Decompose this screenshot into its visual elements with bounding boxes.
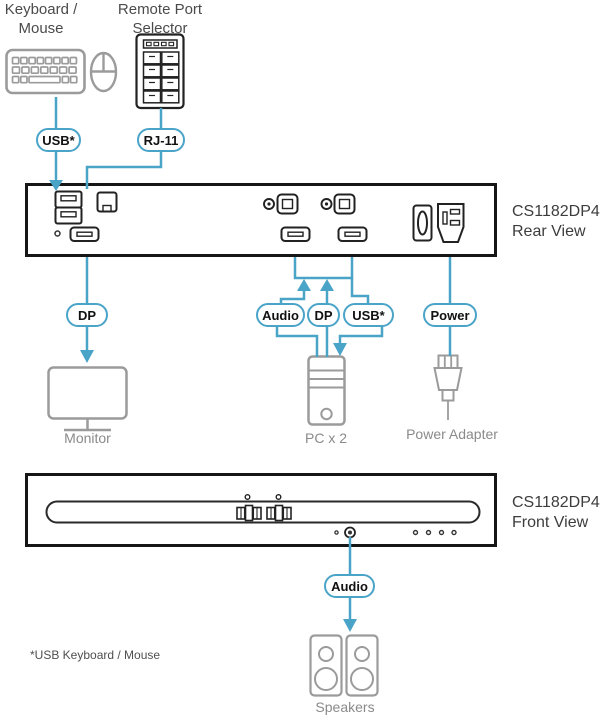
front-port-selection-switch-1 — [236, 504, 262, 522]
footnote-label: *USB Keyboard / Mouse — [30, 648, 161, 662]
cable-tag-usb-console: USB* — [36, 128, 81, 152]
speakers-label: Speakers — [315, 699, 375, 715]
rear-dp-port-1 — [280, 226, 311, 242]
cable-dp-monitor — [80, 257, 94, 363]
front-view-label: CS1182DP4 Front View — [512, 493, 600, 533]
cable-tag-power: Power — [423, 303, 477, 327]
rear-usb-ports — [54, 190, 83, 225]
front-led-switch-2 — [275, 494, 282, 501]
remote-port-selector-icon — [135, 33, 185, 110]
cable-tag-dp-monitor: DP — [66, 303, 108, 327]
front-status-leds — [412, 529, 457, 536]
rear-rj11-port — [96, 191, 118, 213]
speakers-icon — [309, 634, 379, 697]
power-adapter-label: Power Adapter — [406, 426, 498, 442]
rear-dp-port-console — [69, 226, 100, 242]
rear-model-text: CS1182DP4 — [512, 203, 600, 220]
cable-dp-pc — [320, 279, 334, 357]
remote-port-selector-label-line2: Selector — [132, 20, 188, 37]
rear-dp-port-2 — [337, 226, 368, 242]
rear-usb-b-port-2 — [333, 193, 356, 215]
power-inlet — [437, 203, 465, 243]
cable-usb-console — [49, 97, 63, 191]
keyboard-mouse-label: Keyboard / Mouse — [0, 0, 82, 38]
cable-tag-audio-front: Audio — [324, 574, 375, 598]
keyboard-mouse-label-line1: Keyboard / — [4, 1, 78, 18]
monitor-icon — [47, 366, 128, 432]
power-switch — [412, 204, 433, 242]
mouse-icon — [89, 51, 118, 93]
cable-tag-usb-pc: USB* — [343, 303, 394, 327]
cable-audio-front — [343, 537, 357, 632]
front-led-switch-1 — [244, 494, 251, 501]
power-adapter-icon — [433, 354, 463, 420]
cable-rj11 — [85, 108, 163, 189]
keyboard-mouse-label-line2: Mouse — [18, 20, 64, 37]
cable-audio-pc — [275, 279, 319, 357]
rear-usb-b-port-1 — [276, 193, 299, 215]
cable-tag-dp-pc: DP — [307, 303, 340, 327]
rear-audio-jack-1 — [263, 198, 275, 210]
remote-port-selector-label: Remote Port Selector — [114, 0, 206, 38]
front-audio-jack — [344, 526, 356, 539]
front-port-selection-switch-2 — [266, 504, 292, 522]
front-mic-dot — [334, 530, 339, 535]
front-model-text: CS1182DP4 — [512, 494, 600, 511]
rear-audio-jack-2 — [320, 198, 333, 210]
cable-usb-pc — [333, 278, 384, 356]
front-panel — [25, 473, 497, 547]
rear-view-text: Rear View — [512, 223, 586, 240]
pc-label: PC x 2 — [304, 430, 347, 446]
cable-tag-rj11: RJ-11 — [137, 128, 185, 152]
front-view-text: Front View — [512, 514, 589, 531]
cable-dp-bus — [293, 257, 354, 280]
rear-panel — [25, 183, 497, 257]
rear-view-label: CS1182DP4 Rear View — [512, 202, 600, 242]
cable-tag-audio-pc: Audio — [256, 303, 305, 327]
monitor-label: Monitor — [64, 430, 111, 446]
keyboard-icon — [5, 48, 86, 95]
remote-port-selector-label-line1: Remote Port — [117, 1, 203, 18]
rear-screw-dot — [54, 230, 61, 237]
pc-icon — [307, 355, 346, 426]
front-recess — [45, 500, 481, 524]
